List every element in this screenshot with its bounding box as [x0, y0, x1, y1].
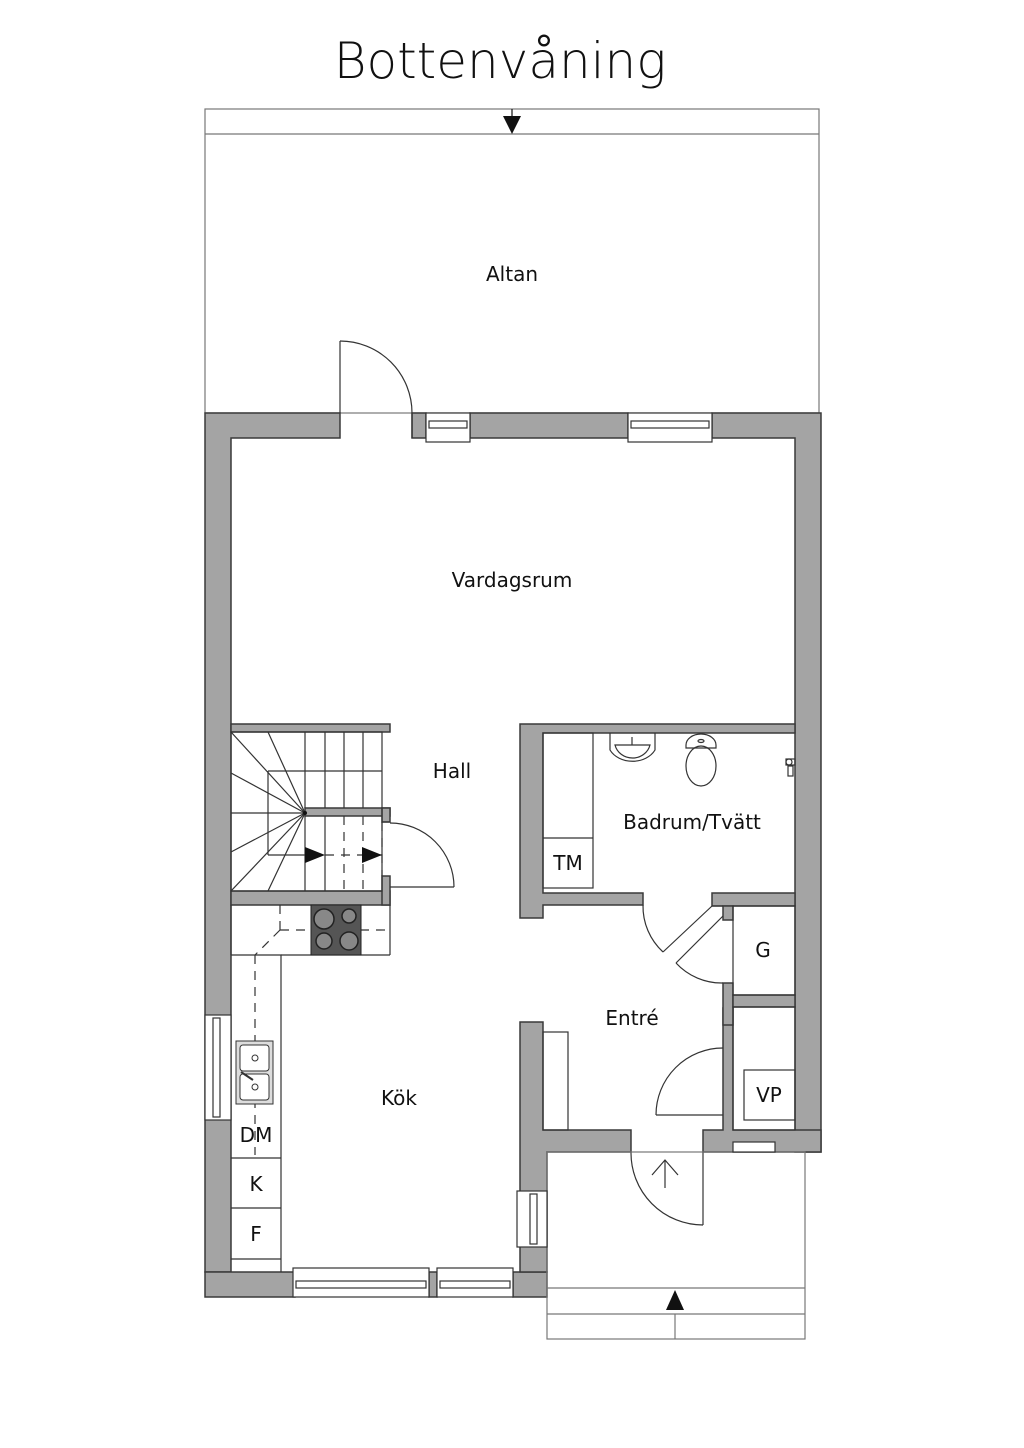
storage-door[interactable] [382, 821, 455, 888]
closet-g: G [732, 905, 796, 996]
room-label-altan: Altan [486, 262, 538, 286]
floor-title: Bottenvåning [334, 32, 667, 90]
room-label-vardagsrum: Vardagsrum [452, 568, 573, 592]
appliance-k: K [249, 1172, 263, 1196]
entry-arrow-icon [503, 116, 521, 134]
entrance-porch [546, 1141, 806, 1340]
entry-arrow-icon [666, 1290, 684, 1310]
closet-vp-door[interactable] [655, 1047, 724, 1116]
front-door[interactable] [630, 1151, 704, 1226]
entrance-wardrobe [542, 1031, 569, 1131]
closet-g-door[interactable] [675, 915, 724, 984]
kitchen-sink-icon [235, 1040, 274, 1105]
kitchen-counters: DM K F [230, 904, 391, 1272]
appliance-g: G [755, 938, 771, 962]
faucet-icon [785, 758, 796, 777]
staircase [230, 731, 383, 892]
window-top-1 [425, 412, 471, 443]
room-label-badrum: Badrum/Tvätt [623, 810, 761, 834]
window-top-2 [627, 412, 713, 443]
window-kitchen-bottom-2 [436, 1267, 514, 1298]
room-label-entre: Entré [605, 1006, 658, 1030]
appliance-dm: DM [240, 1123, 273, 1147]
arrow-up-icon [651, 1159, 679, 1176]
bathroom-door[interactable] [642, 904, 723, 953]
terrace-door[interactable] [339, 340, 413, 438]
appliance-f: F [250, 1222, 262, 1246]
room-label-hall: Hall [433, 759, 471, 783]
room-label-kok: Kök [381, 1086, 417, 1110]
window-kitchen-right [516, 1190, 548, 1248]
interior-walls [230, 723, 796, 1026]
window-kitchen-bottom-1 [292, 1267, 430, 1298]
appliance-tm: TM [552, 851, 582, 875]
stove-icon [310, 904, 362, 956]
bathroom-fixtures: TM [542, 732, 796, 889]
appliance-vp: VP [756, 1083, 782, 1107]
sink-icon [609, 733, 656, 762]
window-kitchen-left [204, 1014, 232, 1121]
altan-terrace: Altan [204, 108, 820, 414]
stair-arrow-icon [305, 847, 325, 863]
stair-arrow-icon [362, 847, 382, 863]
closet-vp: VP [732, 1006, 796, 1131]
toilet-icon [685, 733, 717, 787]
